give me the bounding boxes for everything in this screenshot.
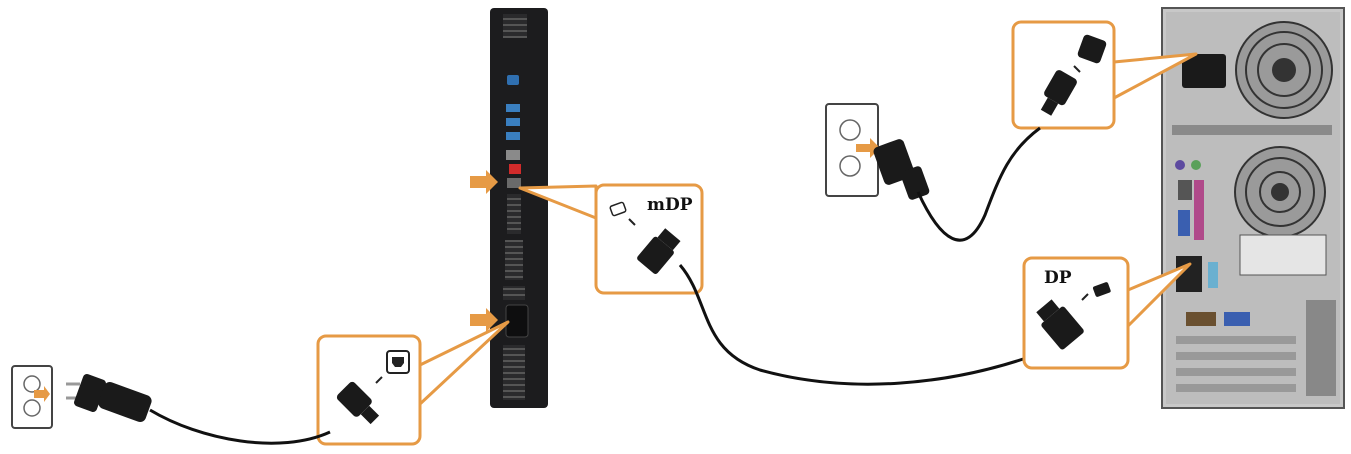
- ps2-port: [1175, 160, 1185, 170]
- power-plug-icon: [873, 139, 930, 200]
- mdp-callout: mDP: [518, 183, 704, 295]
- dp-label: DP: [1044, 268, 1072, 288]
- power-cable: [149, 408, 331, 445]
- tower-label-plate: [1239, 234, 1327, 276]
- monitor-vent: [505, 240, 523, 280]
- connect-indicator: [628, 218, 636, 226]
- tower-power-socket: [1182, 54, 1226, 88]
- tower-port: [1186, 312, 1216, 326]
- monitor-power-port: [505, 304, 529, 338]
- monitor-power-callout: [316, 320, 510, 446]
- vga-port: [1178, 210, 1190, 236]
- connect-indicator: [1073, 65, 1081, 73]
- connect-indicator: [1081, 293, 1089, 301]
- mdp-plug: [637, 228, 681, 274]
- computer-tower: [1161, 7, 1345, 409]
- displayport-cable: [678, 264, 1036, 386]
- tower-port: [1178, 180, 1192, 200]
- monitor-port: [506, 118, 520, 126]
- orange-arrow-icon: [34, 386, 50, 402]
- monitor-port: [506, 150, 520, 160]
- power-socket-icon: [386, 350, 410, 374]
- power-socket-icon: [1077, 34, 1107, 64]
- monitor-vent: [503, 286, 525, 300]
- monitor-port-stack: [507, 194, 521, 234]
- fan-icon: [1234, 146, 1326, 238]
- wall-outlet-icon: [825, 103, 880, 197]
- monitor-port: [506, 104, 520, 112]
- monitor-port-red: [509, 164, 521, 174]
- displayport-icon: [1092, 282, 1111, 297]
- wall-outlet-icon: [11, 365, 53, 429]
- mdp-label: mDP: [647, 195, 693, 215]
- orange-arrow-icon: [470, 170, 498, 194]
- mini-displayport-icon: [609, 201, 627, 217]
- monitor-mdp-port: [507, 178, 521, 188]
- monitor-port: [506, 132, 520, 140]
- ps2-port: [1191, 160, 1201, 170]
- power-plug-icon: [336, 381, 380, 425]
- dp-plug: [1036, 299, 1084, 350]
- power-cable: [916, 126, 1041, 242]
- monitor-vent: [503, 14, 527, 38]
- monitor-vent: [503, 345, 525, 400]
- fan-icon: [1235, 21, 1333, 119]
- tower-power-callout: [1011, 20, 1198, 130]
- power-plug-icon: [1040, 70, 1077, 116]
- monitor-rear-panel: [490, 8, 548, 408]
- power-plug-icon: [66, 374, 152, 423]
- parallel-port: [1194, 180, 1204, 240]
- audio-port: [1208, 262, 1218, 288]
- connect-indicator: [375, 376, 383, 384]
- dp-callout: DP: [1022, 256, 1192, 370]
- orange-arrow-icon: [470, 308, 498, 332]
- monitor-port: [507, 75, 519, 85]
- tower-port: [1224, 312, 1250, 326]
